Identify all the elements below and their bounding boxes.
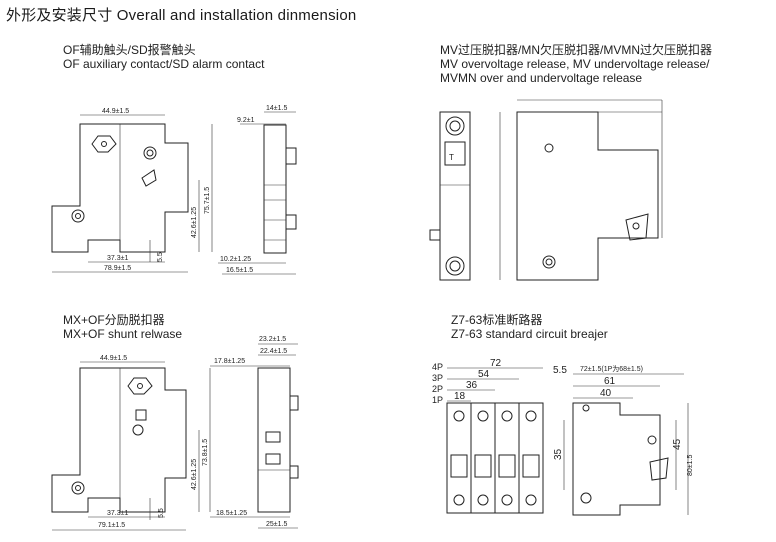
mx-dim-h2: 42.6±1.25 <box>191 459 198 490</box>
of-dim-w-base: 37.3±1 <box>107 255 128 262</box>
mx-caption-en: MX+OF shunt relwase <box>63 327 183 341</box>
z7-dim-45: 45 <box>672 438 683 450</box>
mx-side-view: 23.2±1.5 22.4±1.5 17.8±1.25 18.5±1.25 25… <box>210 336 299 529</box>
mv-side-view <box>499 99 663 281</box>
of-dim-side-a: 9.2±1 <box>237 117 255 124</box>
z7-dim-side-left: 5.5 <box>553 365 567 376</box>
of-sd-side-view: 14±1.5 9.2±1 10.2±1.25 16.5±1.5 <box>218 105 297 275</box>
mx-front-body <box>51 367 187 513</box>
mx-caption-cn: MX+OF分励脱扣器 <box>63 313 165 327</box>
width-36: 36 <box>466 380 478 391</box>
z7-dim-61: 61 <box>604 376 616 387</box>
of-front-latch <box>91 135 117 153</box>
mx-dim-v-small: 5.5 <box>158 508 165 518</box>
z7-dim-80: 80±1.5 <box>687 455 694 476</box>
z7-front-view: 4P 3P 2P 1P 72 54 36 18 <box>432 358 544 514</box>
of-dim-h1: 75.7±1.5 <box>204 187 211 214</box>
width-18: 18 <box>454 391 466 402</box>
mx-dim-w-total: 79.1±1.5 <box>98 522 125 529</box>
of-sd-caption-cn: OF辅助触头/SD报警触头 <box>63 43 196 57</box>
z7-dim-40: 40 <box>600 388 612 399</box>
mx-side-body <box>257 367 291 513</box>
mv-caption-l2: MV overvoltage release, MV undervoltage … <box>440 57 710 71</box>
mx-dim-side-c: 25±1.5 <box>266 521 287 528</box>
z7-caption-en: Z7-63 standard circuit breajer <box>451 327 608 341</box>
width-54: 54 <box>478 369 490 380</box>
mv-module-body <box>439 111 471 281</box>
mv-caption-l1: MV过压脱扣器/MN欠压脱扣器/MVMN过欠压脱扣器 <box>440 43 712 57</box>
of-dim-side-b: 10.2±1.25 <box>220 256 251 263</box>
mx-dim-w-top: 44.9±1.5 <box>100 355 127 362</box>
pole-4p: 4P <box>432 362 443 372</box>
pole-1p: 1P <box>432 395 443 405</box>
mv-front-view: T <box>429 111 471 281</box>
mx-front-view: 44.9±1.5 79.1±1.5 37.3±1 73.8±1.5 42.6±1… <box>51 355 211 531</box>
width-72: 72 <box>490 358 502 369</box>
mv-side-body <box>516 111 659 281</box>
of-dim-side-top: 14±1.5 <box>266 105 287 112</box>
svg-text:T: T <box>449 153 454 162</box>
pole-2p: 2P <box>432 384 443 394</box>
mv-caption-l3: MVMN over and undervoltage release <box>440 71 643 85</box>
mx-dim-side-a: 17.8±1.25 <box>214 358 245 365</box>
mx-dim-h1: 73.8±1.5 <box>202 439 209 466</box>
z7-side-view: 72±1.5(1P为68±1.5) 5.5 61 40 35 45 80±1.5 <box>553 364 694 516</box>
pole-3p: 3P <box>432 373 443 383</box>
of-dim-w-top: 44.9±1.5 <box>102 108 129 115</box>
of-side-body <box>263 124 287 254</box>
page-title: 外形及安装尺寸 Overall and installation dinmens… <box>6 7 357 24</box>
of-dim-h2: 42.6±1.25 <box>191 207 198 238</box>
of-dim-w-total: 78.9±1.5 <box>104 265 131 272</box>
mx-dim-side-top1: 23.2±1.5 <box>259 336 286 343</box>
of-sd-front-view: 44.9±1.5 78.9±1.5 37.3±1 75.7±1.5 42.6±1… <box>51 108 213 273</box>
of-dim-side-c: 16.5±1.5 <box>226 267 253 274</box>
z7-caption-cn: Z7-63标准断路器 <box>451 313 543 327</box>
of-dim-v-small: 5.5 <box>157 252 164 262</box>
mx-dim-side-b: 18.5±1.25 <box>216 510 247 517</box>
z7-dim-35: 35 <box>553 448 564 460</box>
mx-dim-w-base: 37.3±1 <box>107 510 128 517</box>
of-sd-caption-en: OF auxiliary contact/SD alarm contact <box>63 57 265 71</box>
z7-dim-side-top: 72±1.5(1P为68±1.5) <box>580 364 643 373</box>
z7-side-body <box>572 402 661 516</box>
mx-dim-side-top2: 22.4±1.5 <box>260 348 287 355</box>
pole-modules <box>446 402 544 514</box>
